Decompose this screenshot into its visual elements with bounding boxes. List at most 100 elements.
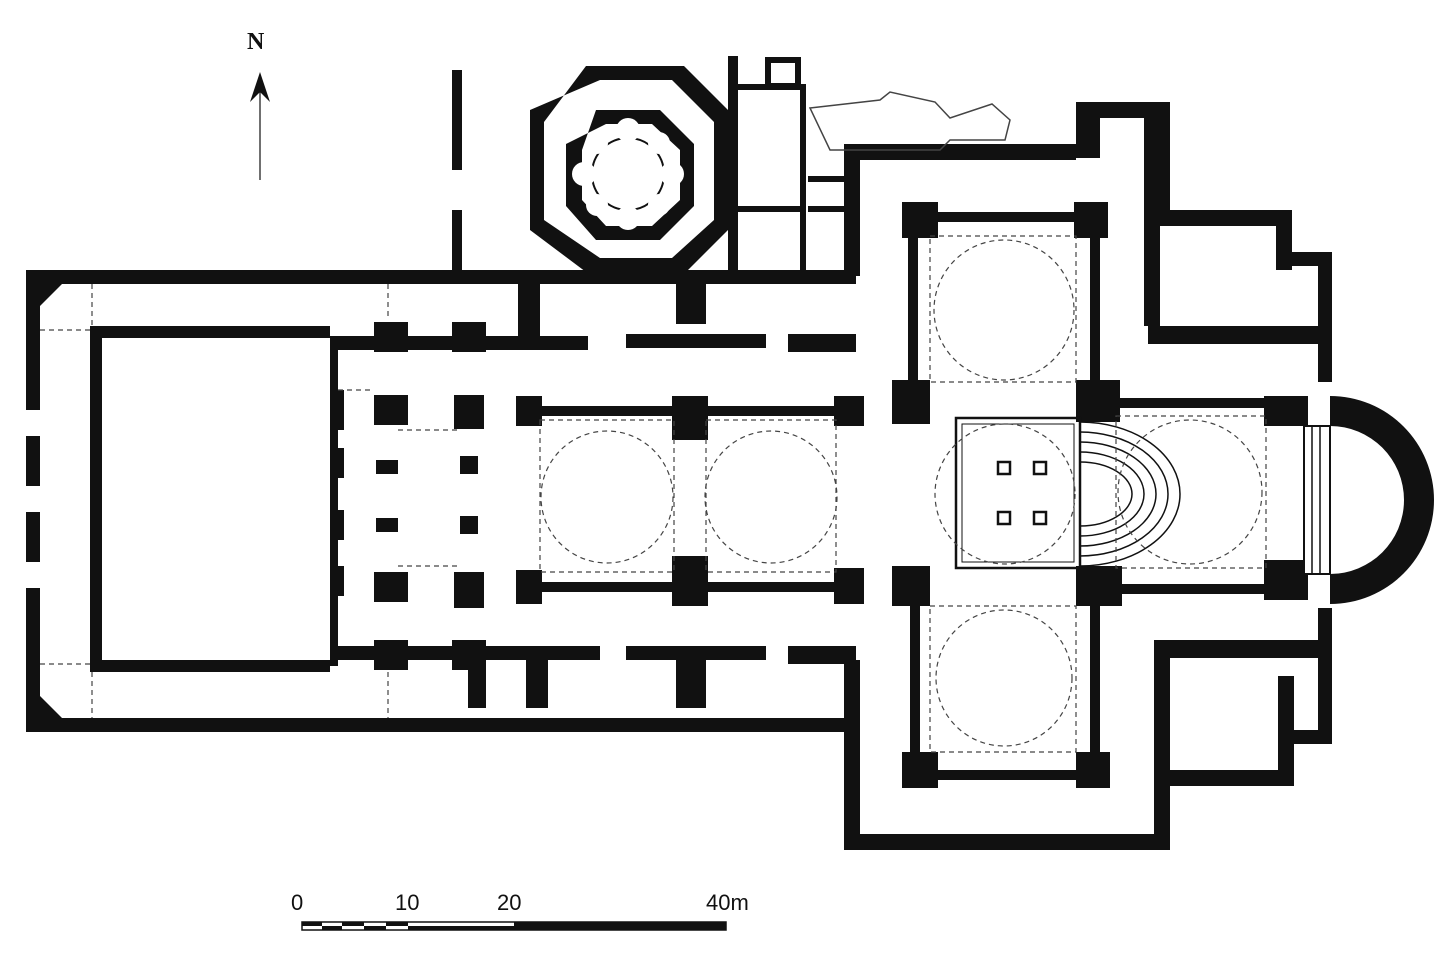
- annex-wall: [452, 210, 462, 274]
- buttress: [676, 284, 706, 324]
- dome: [1117, 419, 1263, 565]
- cross-pier: [1076, 566, 1122, 606]
- font-niches: [572, 118, 684, 230]
- apse-wall: [1330, 396, 1434, 604]
- colonnade-south: [90, 660, 330, 672]
- scale-unit: m: [730, 890, 749, 915]
- annex-wall: [808, 206, 844, 212]
- cross-outer-wall: [1144, 210, 1292, 226]
- cross-outer-wall: [1154, 770, 1294, 786]
- cross-arcade: [908, 238, 918, 380]
- pier: [376, 460, 398, 474]
- buttress: [526, 660, 548, 708]
- cross-arcade: [1090, 606, 1100, 752]
- atrium-corner-sw: [40, 696, 62, 718]
- pier: [460, 516, 478, 534]
- pier: [374, 395, 408, 425]
- nave-pier: [516, 570, 542, 604]
- bema-inner: [961, 423, 1075, 563]
- aisle-wall: [338, 646, 600, 660]
- colonnade-west: [90, 326, 102, 672]
- vault-outlines: [40, 235, 1267, 753]
- west-wall-opening: [26, 410, 40, 436]
- nave-pier: [672, 556, 708, 606]
- scale-tick-10: 10: [395, 890, 420, 915]
- cross-pier: [1264, 560, 1308, 600]
- aisle-wall: [626, 334, 766, 348]
- aisle-wall: [626, 646, 766, 660]
- pier: [332, 566, 344, 596]
- arcade-north: [542, 406, 672, 416]
- cross-pier: [1076, 380, 1120, 422]
- cross-outer-wall: [844, 144, 1076, 160]
- cross-pier: [892, 380, 930, 424]
- pier: [374, 572, 408, 602]
- cross-arcade: [1090, 238, 1100, 380]
- dome: [934, 423, 1076, 565]
- north-arrow-head: [250, 72, 270, 102]
- cross-pier: [902, 752, 938, 788]
- cross-outer-wall: [1148, 326, 1318, 344]
- cross-outer-wall: [844, 660, 860, 850]
- annex-room-outline: [765, 57, 801, 89]
- cross-outer-wall: [1318, 608, 1332, 744]
- cross-arcade: [938, 770, 1076, 780]
- cross-arcade: [938, 212, 1074, 222]
- cross-outer-wall: [1154, 640, 1318, 658]
- cross-pier: [892, 566, 930, 606]
- dome: [540, 430, 674, 564]
- bema: [954, 416, 1082, 570]
- aisle-wall: [788, 646, 856, 664]
- cross-pier: [1076, 752, 1110, 788]
- west-wall-opening: [26, 486, 40, 512]
- apse-entry: [1303, 425, 1331, 575]
- atrium-south-wall: [26, 718, 856, 732]
- walls: [26, 56, 1332, 850]
- annex-wall: [800, 84, 806, 274]
- nave-pier: [834, 396, 864, 426]
- nave-pier: [516, 396, 542, 426]
- cross-arcade: [1120, 398, 1264, 408]
- nave-pier: [672, 396, 708, 440]
- synthronon: [1079, 421, 1181, 567]
- cross-arcade: [1120, 584, 1264, 594]
- pier: [460, 456, 478, 474]
- cross-outer-wall: [1294, 730, 1332, 744]
- cross-outer-wall: [1318, 252, 1332, 382]
- north-label: N: [247, 29, 265, 55]
- colonnade-east: [330, 336, 338, 666]
- annex-outline-light: [808, 91, 1011, 151]
- cross-outer-wall: [1076, 102, 1100, 158]
- annex-wall: [808, 176, 844, 182]
- aisle-wall: [788, 334, 856, 352]
- aisle-wall: [338, 336, 588, 350]
- pier: [332, 448, 344, 478]
- scale-tick-40-value: 40: [706, 890, 731, 915]
- dome: [704, 430, 838, 564]
- buttress: [676, 660, 706, 708]
- annex-wall: [732, 206, 806, 212]
- scale-bar: [301, 921, 727, 931]
- cross-arcade: [910, 606, 920, 752]
- annex-wall: [728, 56, 738, 272]
- scale-tick-20: 20: [497, 890, 522, 915]
- pier: [454, 572, 484, 608]
- nave-pier: [834, 568, 864, 604]
- cross-outer-wall: [1278, 676, 1294, 786]
- scale-tick-0: 0: [291, 890, 304, 915]
- buttress: [468, 660, 486, 708]
- atrium-north-wall: [26, 270, 856, 284]
- cross-outer-wall: [844, 144, 860, 276]
- cross-pier: [1074, 202, 1108, 238]
- cross-outer-wall: [1144, 158, 1160, 326]
- altar-posts: [996, 460, 1048, 526]
- arcade-north: [708, 406, 834, 416]
- cross-pier: [902, 202, 938, 238]
- pier: [332, 510, 344, 540]
- cross-outer-wall: [844, 834, 1170, 850]
- dome: [933, 239, 1075, 381]
- pier: [454, 395, 484, 429]
- west-wall-opening: [26, 562, 40, 588]
- pier: [332, 390, 344, 430]
